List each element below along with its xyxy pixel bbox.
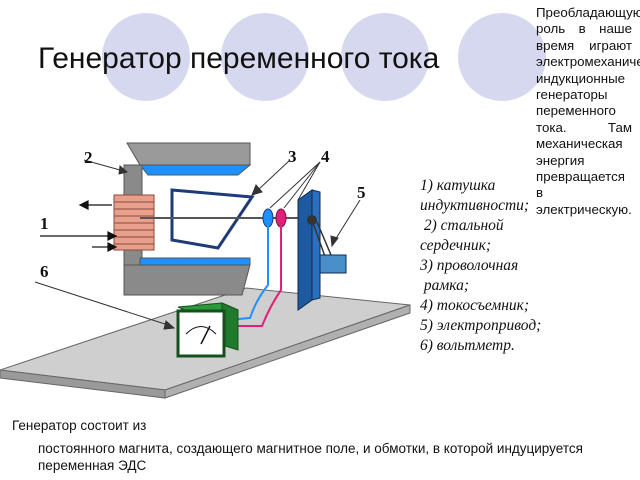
- legend-line: индуктивности;: [420, 197, 530, 214]
- label-3: 3: [288, 147, 297, 166]
- slip-ring-2: [275, 208, 287, 228]
- label-6: 6: [40, 262, 49, 281]
- decor-circle-1: [102, 13, 190, 101]
- core-bottom: [123, 264, 251, 296]
- motor-stand-side: [311, 189, 321, 301]
- legend-line: 1) катушка: [420, 177, 496, 194]
- decor-circle-3: [341, 13, 429, 101]
- voltmeter-needle: [200, 325, 211, 345]
- decor-circle-2: [221, 13, 309, 101]
- label-4: 4: [321, 147, 330, 166]
- legend-line: сердечник;: [420, 237, 492, 254]
- label-5: 5: [357, 183, 366, 202]
- legend-line: 5) электропривод;: [420, 317, 542, 334]
- side-description: Преобладающую роль в наше время играют э…: [536, 5, 640, 217]
- legend-line: 2) стальной: [420, 217, 504, 234]
- base-plate-side: [164, 304, 411, 399]
- parts-legend: 1) катушка индуктивности; 2) стальной се…: [420, 176, 545, 356]
- legend-line: 6) вольтметр.: [420, 337, 515, 354]
- motor-stand: [297, 189, 313, 311]
- core-top: [126, 142, 251, 166]
- legend-line: 4) токосъемник;: [420, 297, 530, 314]
- voltmeter-face: [176, 309, 226, 358]
- label-1: 1: [40, 214, 49, 233]
- decor-circle-4: [458, 13, 546, 101]
- caption-body: постоянного магнита, создающего магнитно…: [38, 441, 583, 473]
- caption-heading: Генератор состоит из: [12, 418, 147, 433]
- label-pointers: [34, 159, 361, 330]
- wire-1: [227, 226, 269, 321]
- voltmeter-scale: [185, 326, 217, 335]
- slip-ring-1: [262, 208, 274, 228]
- core-bottom-face: [139, 257, 251, 266]
- page-title: Генератор переменного тока: [38, 42, 440, 75]
- label-2: 2: [84, 148, 93, 167]
- core-top-face: [138, 164, 252, 176]
- motor: [319, 254, 347, 274]
- legend-line: рамка;: [420, 277, 470, 294]
- coil-windings: [114, 201, 154, 245]
- legend-line: 3) проволочная: [420, 257, 519, 274]
- wire-2: [232, 226, 282, 327]
- field-arrows: [40, 200, 118, 252]
